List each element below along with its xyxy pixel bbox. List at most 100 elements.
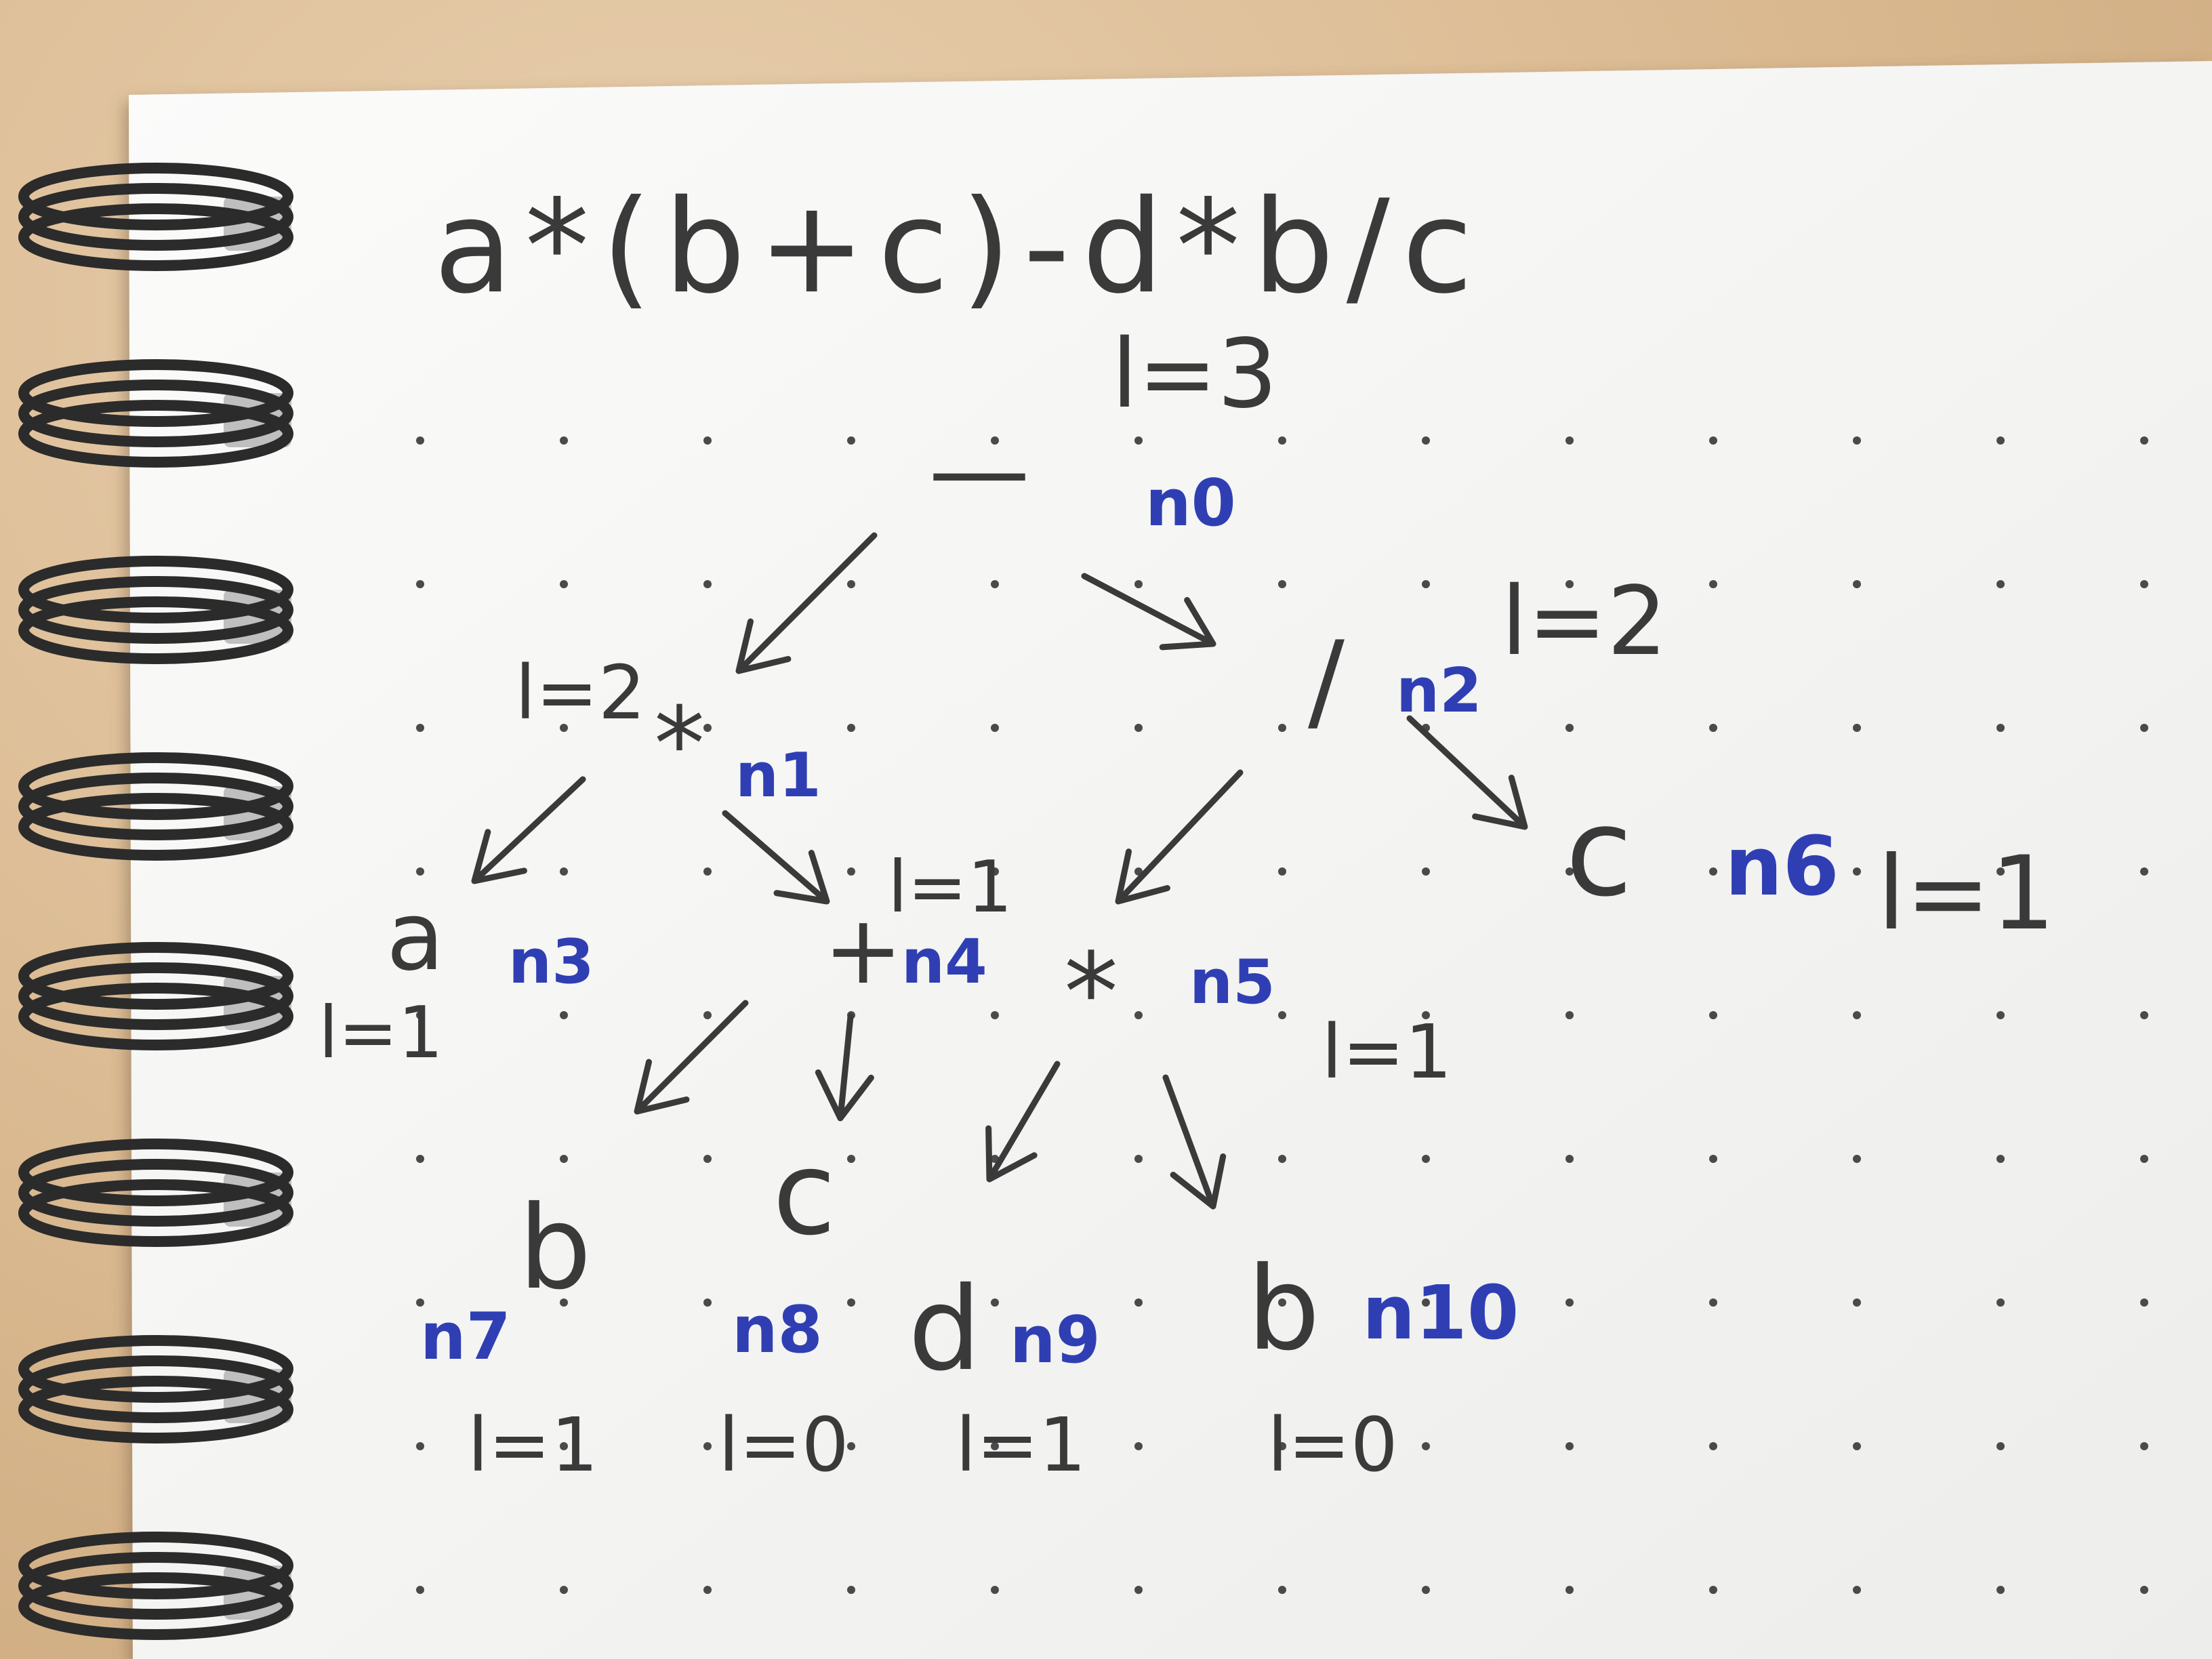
node-n0-id: n0 <box>1145 466 1236 541</box>
spiral-wire <box>18 203 293 271</box>
grid-dot <box>1853 867 1861 876</box>
edge-arrow-n4-n7 <box>634 1000 749 1115</box>
spiral-wire <box>18 556 293 623</box>
grid-dot <box>703 580 712 588</box>
node-n7-level: l=1 <box>468 1401 598 1488</box>
grid-dot <box>703 436 712 445</box>
grid-dot <box>1134 1298 1143 1307</box>
grid-dot <box>560 580 568 588</box>
grid-dot <box>1853 436 1861 445</box>
node-n5-level: l=1 <box>1322 1008 1452 1095</box>
node-n2: / n2 l=2 <box>1308 567 1667 744</box>
grid-dot <box>1565 1586 1574 1594</box>
grid-dot <box>1134 436 1143 445</box>
grid-dot <box>2140 867 2148 876</box>
node-n4-symbol: + <box>823 895 903 1006</box>
grid-dot <box>991 1442 999 1450</box>
grid-dot <box>1709 1586 1717 1594</box>
grid-dot <box>2140 1442 2148 1450</box>
grid-dot <box>847 580 855 588</box>
grid-dot <box>416 1442 424 1450</box>
grid-dot <box>991 1011 999 1019</box>
node-n8: c n8 l=0 <box>718 1127 849 1488</box>
grid-dot <box>991 1298 999 1307</box>
grid-dot <box>1709 436 1717 445</box>
spiral-coil <box>18 942 293 1050</box>
grid-dot <box>1853 1155 1861 1163</box>
grid-dot <box>2140 1011 2148 1019</box>
grid-dot <box>1278 1442 1286 1450</box>
node-n4: + n4 l=1 <box>823 846 1012 1006</box>
spiral-wire <box>18 183 293 251</box>
grid-dot <box>1278 1155 1286 1163</box>
spiral-wire <box>18 752 293 820</box>
spiral-wire <box>18 163 293 230</box>
grid-dot <box>847 436 855 445</box>
edge-arrow-n1-n3 <box>471 776 586 884</box>
grid-dot <box>560 436 568 445</box>
grid-dot <box>847 1155 855 1163</box>
grid-dot <box>1996 867 2005 876</box>
grid-dot <box>1565 867 1574 876</box>
spiral-wire <box>18 1335 293 1403</box>
grid-dot <box>1565 724 1574 732</box>
grid-dot <box>991 580 999 588</box>
grid-dot <box>2140 436 2148 445</box>
grid-dot <box>1853 1586 1861 1594</box>
grid-dot <box>1422 580 1430 588</box>
grid-dot <box>1996 724 2005 732</box>
grid-dot <box>1709 1155 1717 1163</box>
grid-dot <box>1422 1011 1430 1019</box>
grid-dot <box>416 436 424 445</box>
grid-dot <box>416 580 424 588</box>
spiral-wire <box>18 380 293 447</box>
grid-dot <box>703 1586 712 1594</box>
node-n7: b n7 l=1 <box>420 1181 598 1488</box>
grid-dot <box>991 436 999 445</box>
grid-dot <box>847 724 855 732</box>
grid-dot <box>2140 1155 2148 1163</box>
grid-dot <box>1134 1155 1143 1163</box>
grid-dot <box>1565 580 1574 588</box>
grid-dot <box>1853 1298 1861 1307</box>
grid-dot <box>560 1011 568 1019</box>
node-n3-id: n3 <box>508 926 594 998</box>
node-n6: c n6 l=1 <box>1565 782 2055 953</box>
grid-dot <box>1278 1586 1286 1594</box>
node-n5-id: n5 <box>1189 947 1275 1018</box>
grid-dot <box>703 1155 712 1163</box>
grid-dot <box>1278 867 1286 876</box>
grid-dot <box>416 1155 424 1163</box>
grid-dot <box>1996 1586 2005 1594</box>
grid-dot <box>1853 724 1861 732</box>
node-n7-symbol: b <box>518 1181 592 1315</box>
node-n8-symbol: c <box>773 1127 836 1261</box>
spiral-wire <box>18 576 293 644</box>
grid-dot <box>1996 580 2005 588</box>
grid-dot <box>560 724 568 732</box>
grid-dot <box>847 1586 855 1594</box>
spiral-wire <box>18 983 293 1050</box>
grid-dot <box>847 867 855 876</box>
spiral-wire <box>18 1139 293 1206</box>
grid-dot <box>1565 1442 1574 1450</box>
node-n2-level: l=2 <box>1501 567 1667 677</box>
spiral-wire <box>18 793 293 861</box>
spiral-wire <box>18 1376 293 1443</box>
spiral-coil <box>18 359 293 468</box>
spiral-wire <box>18 1159 293 1227</box>
grid-dot <box>560 1155 568 1163</box>
grid-dot <box>1422 1586 1430 1594</box>
grid-dot <box>416 724 424 732</box>
node-n9: d n9 l=1 <box>908 1263 1101 1488</box>
grid-dot <box>1422 1155 1430 1163</box>
node-n10-level: l=0 <box>1267 1401 1398 1488</box>
grid-dot <box>560 1586 568 1594</box>
node-n3-level: l=1 <box>319 991 443 1074</box>
grid-dot <box>703 1442 712 1450</box>
node-n10-id: n10 <box>1362 1269 1519 1356</box>
grid-dot <box>1853 1442 1861 1450</box>
node-n0: — n0 l=3 <box>928 319 1277 541</box>
grid-dot <box>1709 580 1717 588</box>
